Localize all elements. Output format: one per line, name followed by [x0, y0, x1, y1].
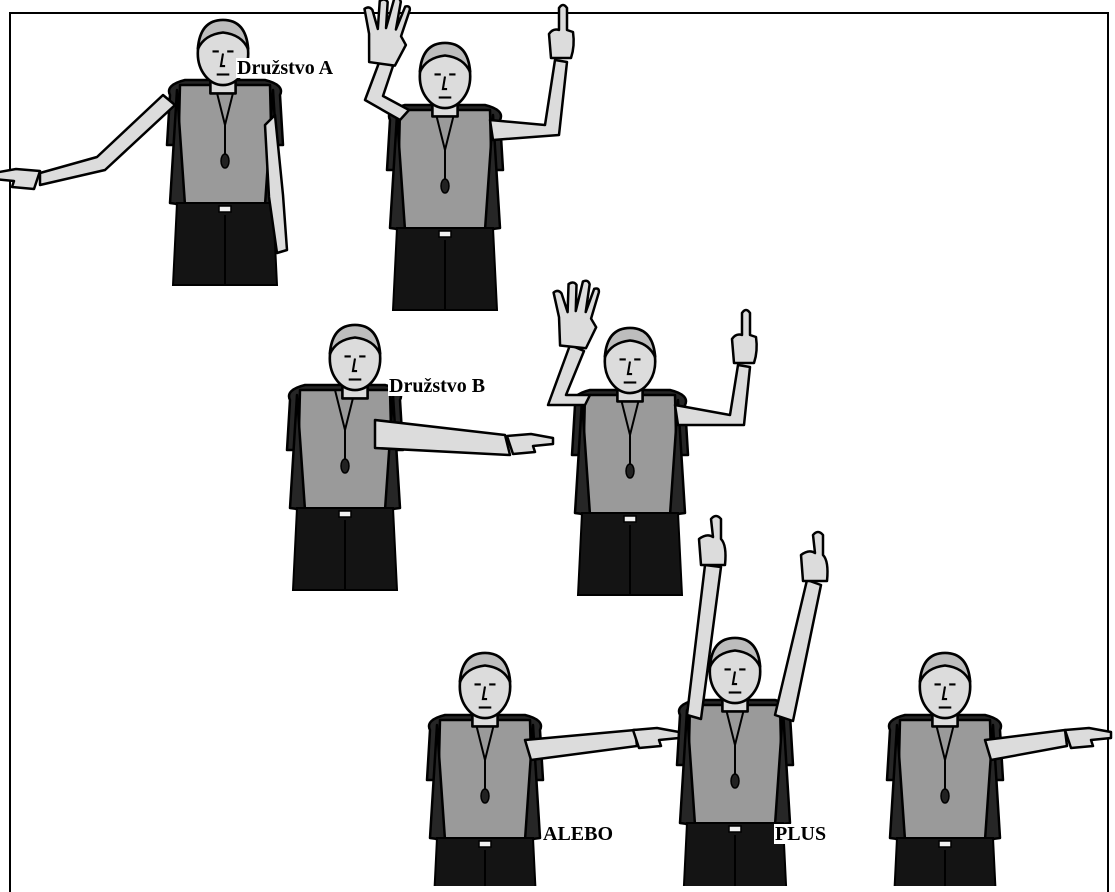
referee-signal-team-a	[357, 0, 573, 310]
label-team-a: Družstvo A	[236, 58, 334, 78]
label-team-b: Družstvo B	[388, 376, 486, 396]
referee-pointing-option-1	[427, 653, 679, 886]
label-plus: PLUS	[774, 824, 827, 844]
referee-pointing-team-b	[287, 325, 553, 590]
label-or: ALEBO	[542, 824, 614, 844]
referee-pointing-option-2	[887, 653, 1111, 886]
